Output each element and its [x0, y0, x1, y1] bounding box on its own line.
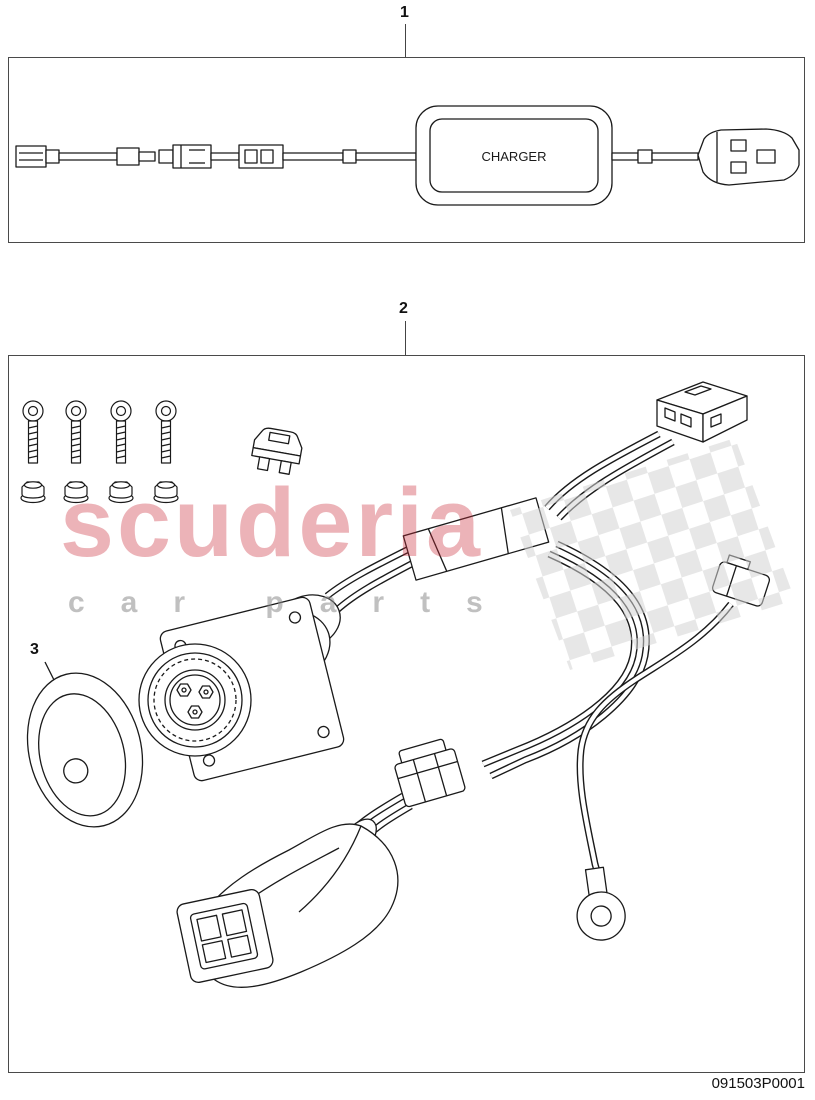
inline-connector-icon	[394, 738, 466, 808]
ring-terminal-icon	[576, 866, 626, 941]
cable-icon	[210, 152, 240, 161]
ferrule-icon	[342, 149, 357, 164]
tape-wrap-icon	[402, 497, 550, 581]
connector-small-icon	[711, 554, 771, 607]
leader-line-2	[405, 321, 406, 355]
charger-label: CHARGER	[481, 149, 546, 164]
spade-connector-icon	[15, 145, 60, 168]
leader-line-1	[405, 24, 406, 57]
harness-kit-illustration	[20, 381, 771, 988]
charger-cable-illustration: CHARGER	[15, 105, 800, 206]
callout-2: 2	[399, 300, 408, 317]
cable-icon	[58, 152, 118, 161]
square-plug-icon	[176, 888, 274, 984]
box-1-frame: CHARGER	[8, 57, 805, 243]
cable-icon	[651, 152, 699, 161]
inline-connector-icon	[116, 144, 212, 169]
cable-icon	[282, 152, 344, 161]
charger-unit-icon	[415, 105, 613, 206]
mounting-screw-icon	[22, 400, 177, 464]
callout-3: 3	[30, 641, 39, 658]
part-number: 091503P0001	[711, 1075, 805, 1092]
cable-icon	[611, 152, 639, 161]
blade-fuse-icon	[251, 427, 303, 475]
callout-1: 1	[400, 4, 409, 21]
flange-nut-icon	[20, 481, 179, 504]
harness-connector-icon	[656, 381, 748, 443]
cable-icon	[355, 152, 417, 161]
cover-cap-icon	[26, 672, 144, 828]
uk-mains-plug-icon	[697, 128, 800, 186]
box-2-frame	[8, 355, 805, 1073]
ferrule-icon	[637, 149, 653, 164]
socket-face-icon	[138, 643, 252, 757]
harness-connector-icon	[238, 144, 284, 169]
